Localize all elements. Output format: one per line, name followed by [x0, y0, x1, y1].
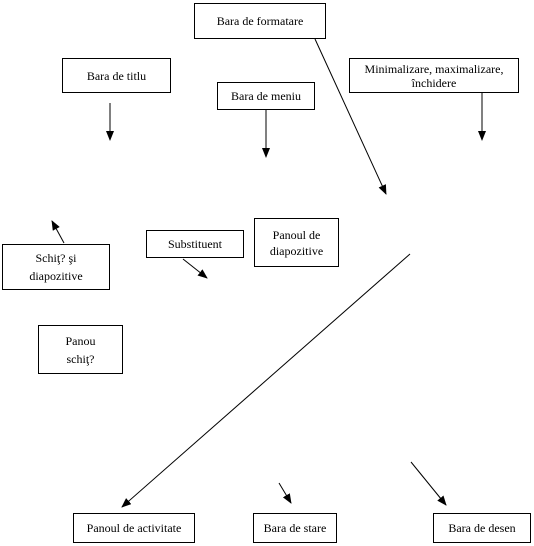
- box-panou-schita: Panou schiţ?: [38, 325, 123, 374]
- arrow-activitate: [121, 253, 411, 508]
- label-bara-titlu: Bara de titlu: [86, 68, 147, 83]
- arrow-desen: [410, 461, 447, 506]
- label-panou-sch-line2: schiţ?: [66, 351, 95, 366]
- box-bara-titlu: Bara de titlu: [62, 58, 171, 93]
- label-bara-stare: Bara de stare: [263, 521, 327, 535]
- box-bara-meniu: Bara de meniu: [217, 82, 315, 110]
- label-substituent: Substituent: [167, 237, 222, 251]
- arrow-stare: [278, 482, 292, 504]
- label-minimalizare-line2: închidere: [411, 75, 457, 90]
- box-schita-diapozitive: Schiţ? şi diapozitive: [2, 244, 110, 290]
- arrow-substituent: [182, 258, 208, 279]
- label-bara-formatare: Bara de formatare: [216, 14, 304, 28]
- box-bara-desen: Bara de desen: [433, 513, 531, 543]
- label-panou-activitate: Panoul de activitate: [86, 521, 182, 535]
- box-bara-stare: Bara de stare: [253, 513, 337, 543]
- label-panou-sch-line1: Panou: [65, 333, 96, 348]
- box-panou-activitate: Panoul de activitate: [73, 513, 195, 543]
- arrow-formatare: [314, 38, 387, 195]
- box-bara-formatare: Bara de formatare: [194, 3, 326, 39]
- label-bara-desen: Bara de desen: [448, 521, 516, 535]
- label-schita-line2: diapozitive: [29, 269, 83, 283]
- label-schita-line1: Schiţ? şi: [35, 251, 77, 265]
- label-panou-dia-line1: Panoul de: [272, 227, 321, 242]
- label-panou-dia-line2: diapozitive: [269, 243, 324, 258]
- box-minimalizare: Minimalizare, maximalizare, închidere: [349, 58, 519, 93]
- arrow-schita: [51, 220, 65, 244]
- box-substituent: Substituent: [146, 230, 244, 258]
- box-panou-diapozitive: Panoul de diapozitive: [254, 218, 339, 267]
- label-bara-meniu: Bara de meniu: [231, 89, 301, 103]
- label-minimalizare-line1: Minimalizare, maximalizare,: [364, 61, 504, 76]
